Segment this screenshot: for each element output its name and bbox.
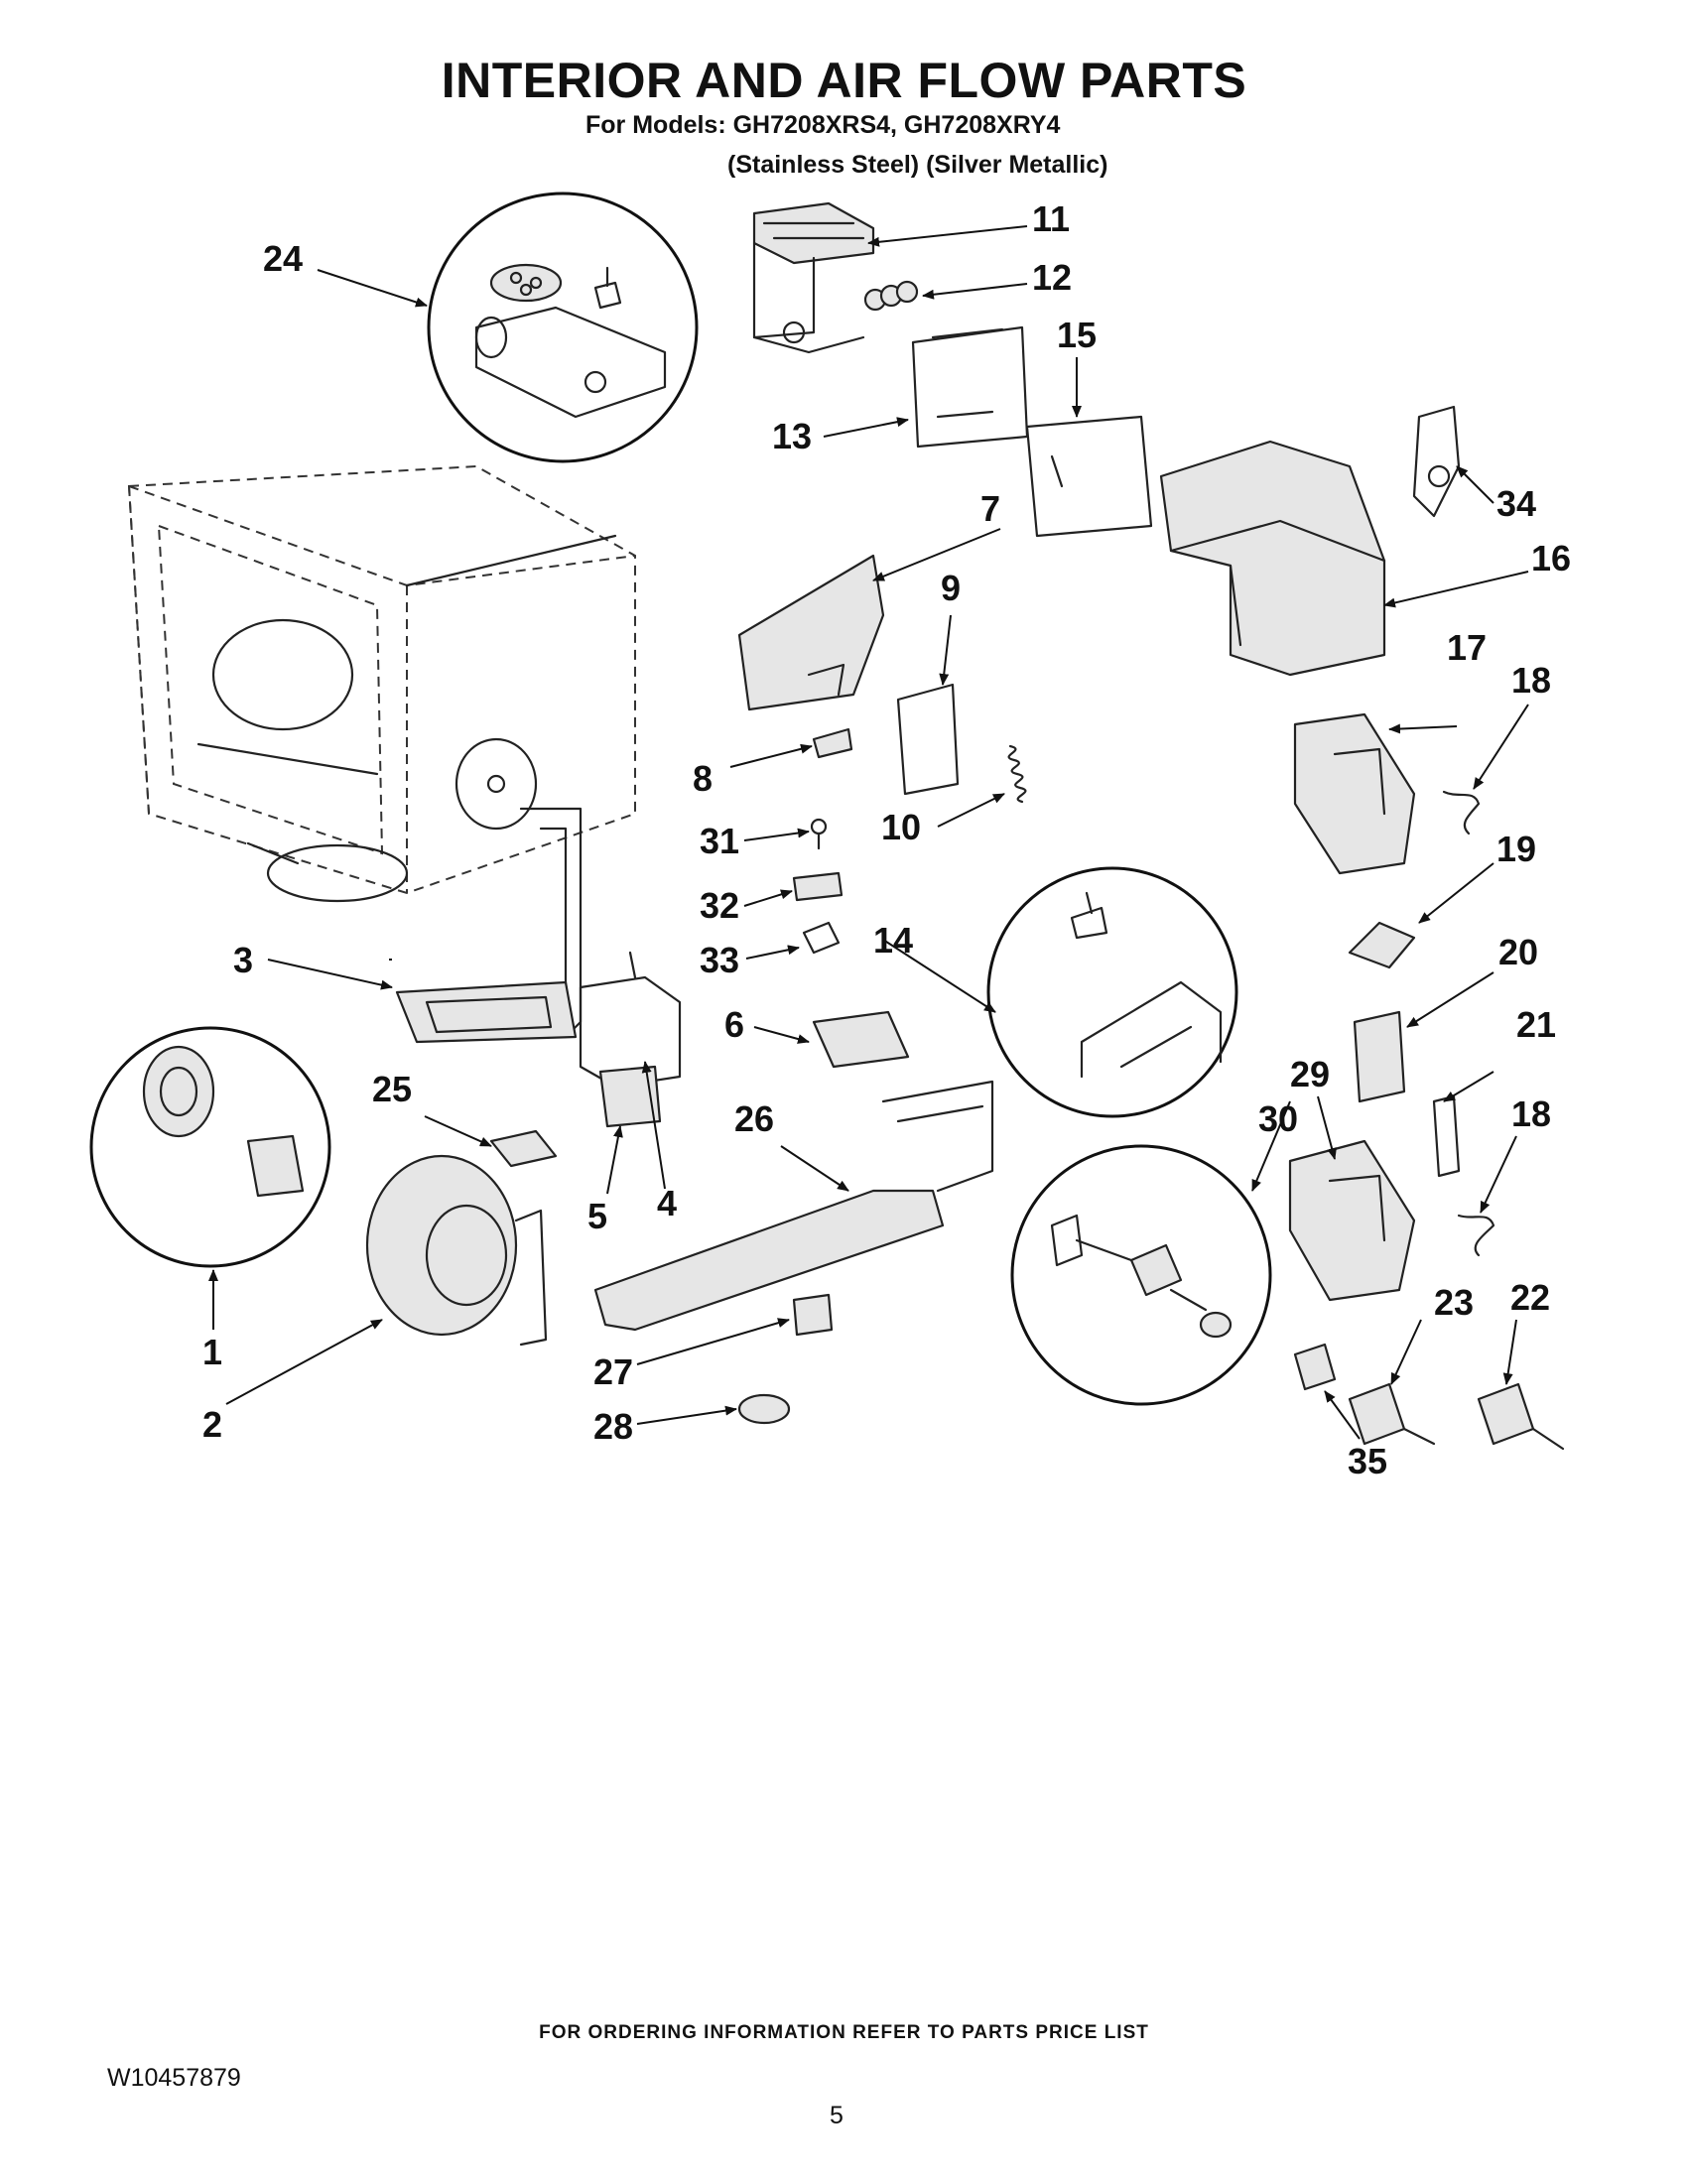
callout-5: 5 [587, 1196, 607, 1236]
callout-29: 29 [1290, 1054, 1330, 1094]
callout-31: 31 [700, 821, 739, 861]
callout-23: 23 [1434, 1282, 1474, 1323]
oven-cavity-illustration [127, 464, 636, 903]
callout-20: 20 [1498, 932, 1538, 972]
lower-right-parts [1288, 1139, 1565, 1451]
callout-27: 27 [593, 1351, 633, 1392]
callout-3: 3 [233, 940, 253, 980]
callout-12: 12 [1032, 257, 1072, 298]
callout-1: 1 [202, 1332, 222, 1372]
callout-25: 25 [372, 1069, 412, 1109]
callout-33: 33 [700, 940, 739, 980]
callout-8: 8 [693, 758, 713, 799]
callout-34: 34 [1496, 483, 1536, 524]
small-parts-group [737, 554, 1027, 955]
callout-30: 30 [1258, 1098, 1298, 1139]
callout-10: 10 [881, 807, 921, 847]
callout-2: 2 [202, 1404, 222, 1445]
callout-13: 13 [772, 416, 812, 456]
part-24-detail-circle [427, 192, 699, 463]
document-number: W10457879 [107, 2064, 241, 2092]
part-26-channel [593, 1080, 994, 1332]
callout-6: 6 [724, 1004, 744, 1045]
callout-16: 16 [1531, 538, 1571, 578]
switch-parts-group [1293, 712, 1481, 1178]
callout-19: 19 [1496, 829, 1536, 869]
part-27-clip [792, 1293, 834, 1337]
callout-11: 11 [1032, 198, 1070, 239]
control-bracket-group [752, 201, 1153, 538]
callout-15: 15 [1057, 315, 1097, 355]
callout-18b: 18 [1511, 1093, 1551, 1134]
callout-18a: 18 [1511, 660, 1551, 701]
callout-labels: 24 11 12 15 13 34 16 7 9 17 18 8 10 19 3… [202, 198, 1571, 1481]
part-14-detail-circle [986, 866, 1238, 1118]
part-3-duct [395, 807, 583, 1044]
ordering-info-note: FOR ORDERING INFORMATION REFER TO PARTS … [539, 2022, 1149, 2043]
finish-line: (Stainless Steel) (Silver Metallic) [727, 151, 1108, 179]
part-2-blower [365, 1154, 548, 1347]
page-number: 5 [830, 2102, 844, 2129]
callout-9: 9 [941, 568, 961, 608]
callout-28: 28 [593, 1406, 633, 1447]
models-line: For Models: GH7208XRS4, GH7208XRY4 [585, 111, 1061, 139]
magnetron-group [579, 951, 910, 1128]
part-28-grommet [737, 1393, 791, 1425]
callout-22: 22 [1510, 1277, 1550, 1318]
page-title: INTERIOR AND AIR FLOW PARTS [441, 53, 1247, 108]
callout-24: 24 [263, 238, 303, 279]
callout-21: 21 [1516, 1004, 1556, 1045]
part-30-detail-circle [1010, 1144, 1272, 1406]
callout-14: 14 [873, 920, 913, 961]
callout-17: 17 [1447, 627, 1487, 668]
leader-lines [208, 225, 1529, 1440]
part-25-bracket [489, 1129, 558, 1168]
callout-4: 4 [657, 1183, 677, 1223]
part-1-detail-circle [89, 1026, 331, 1268]
callout-35: 35 [1348, 1441, 1387, 1481]
callout-26: 26 [734, 1098, 774, 1139]
callout-7: 7 [980, 488, 1000, 529]
part-16-duct-housing [1159, 405, 1461, 677]
callout-32: 32 [700, 885, 739, 926]
